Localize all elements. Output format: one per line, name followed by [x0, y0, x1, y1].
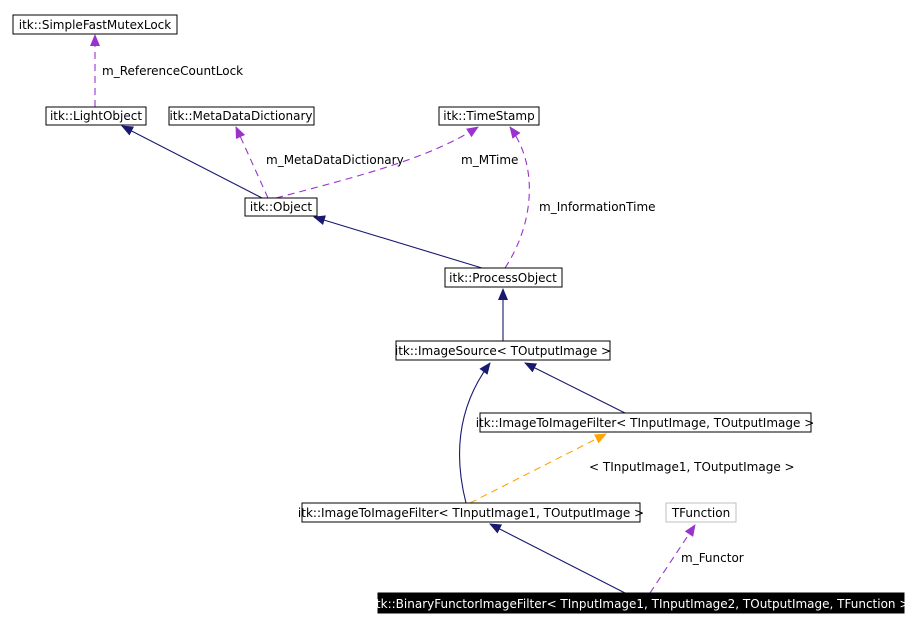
label-reference-count-lock: m_ReferenceCountLock	[102, 64, 243, 78]
node-image-to-image-filter[interactable]: itk::ImageToImageFilter< TInputImage, TO…	[476, 412, 815, 433]
node-simple-fast-mutex-lock[interactable]: itk::SimpleFastMutexLock	[12, 14, 178, 35]
svg-text:itk::LightObject: itk::LightObject	[50, 109, 142, 123]
svg-text:itk::ImageToImageFilter< TInpu: itk::ImageToImageFilter< TInputImage, TO…	[476, 416, 815, 430]
edge-processobject-to-object	[313, 215, 483, 269]
edge-mtime	[275, 126, 479, 199]
edge-imagetoimagefilter-to-imagesource	[524, 362, 626, 414]
node-light-object[interactable]: itk::LightObject	[45, 106, 147, 126]
label-functor: m_Functor	[681, 551, 744, 565]
edge-object-to-lightobject	[121, 125, 263, 199]
edge-information-time	[504, 126, 530, 269]
node-process-object[interactable]: itk::ProcessObject	[444, 267, 563, 288]
svg-text:itk::ImageToImageFilter< TInpu: itk::ImageToImageFilter< TInputImage1, T…	[298, 506, 644, 520]
node-image-to-image-filter-1[interactable]: itk::ImageToImageFilter< TInputImage1, T…	[298, 502, 644, 523]
node-image-source[interactable]: itk::ImageSource< TOutputImage >	[395, 340, 611, 361]
edge-binaryfunctor-to-imagetoimagefilter1	[489, 523, 626, 594]
node-time-stamp[interactable]: itk::TimeStamp	[438, 106, 540, 126]
node-object[interactable]: itk::Object	[244, 197, 318, 217]
edge-template-instantiation	[469, 433, 607, 504]
node-tfunction[interactable]: TFunction	[665, 502, 737, 523]
svg-text:itk::TimeStamp: itk::TimeStamp	[443, 109, 534, 123]
label-information-time: m_InformationTime	[539, 200, 656, 214]
svg-text:itk::SimpleFastMutexLock: itk::SimpleFastMutexLock	[19, 18, 172, 32]
svg-text:TFunction: TFunction	[671, 506, 730, 520]
edge-meta-data-dictionary	[235, 126, 269, 199]
node-binary-functor-image-filter[interactable]: itk::BinaryFunctorImageFilter< TInputIma…	[373, 592, 910, 614]
svg-text:itk::ProcessObject: itk::ProcessObject	[449, 271, 557, 285]
svg-text:itk::ImageSource< TOutputImage: itk::ImageSource< TOutputImage >	[395, 344, 611, 358]
edge-functor	[649, 524, 696, 594]
label-mtime: m_MTime	[461, 153, 518, 167]
svg-text:itk::BinaryFunctorImageFilter<: itk::BinaryFunctorImageFilter< TInputIma…	[373, 597, 910, 611]
svg-text:itk::Object: itk::Object	[250, 200, 312, 214]
label-meta-data-dictionary: m_MetaDataDictionary	[266, 153, 404, 167]
edge-imagetoimagefilter1-to-imagesource	[459, 362, 491, 504]
svg-text:itk::MetaDataDictionary: itk::MetaDataDictionary	[169, 109, 312, 123]
node-meta-data-dictionary[interactable]: itk::MetaDataDictionary	[168, 106, 315, 126]
label-template-args: < TInputImage1, TOutputImage >	[589, 460, 795, 474]
